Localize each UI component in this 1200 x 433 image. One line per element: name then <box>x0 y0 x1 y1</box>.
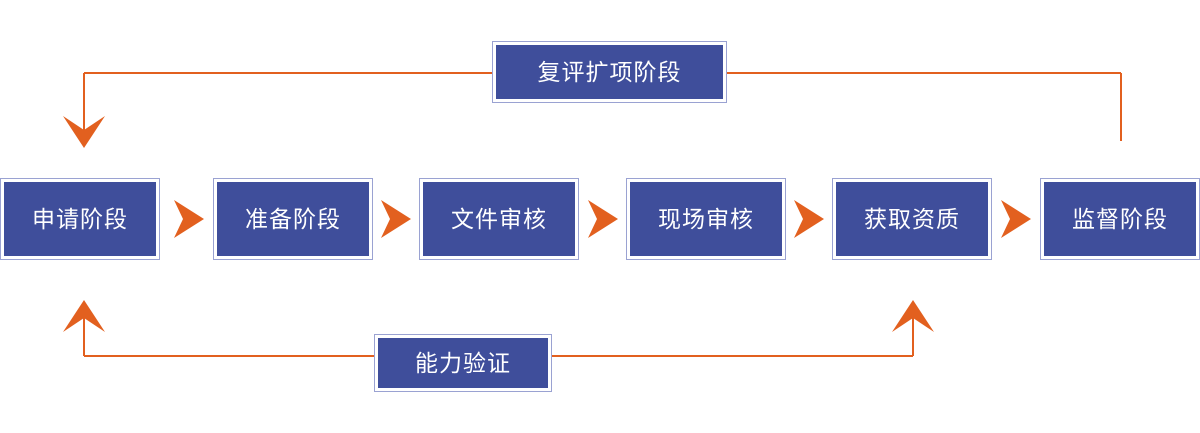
stage-box-reassess[interactable]: 复评扩项阶段 <box>492 41 727 103</box>
stage-label-capability: 能力验证 <box>415 349 511 376</box>
stage-box-capability[interactable]: 能力验证 <box>374 334 552 392</box>
chevron-arrow-5 <box>999 198 1033 240</box>
stage-label-reassess: 复评扩项阶段 <box>537 58 682 85</box>
stage-box-prepare[interactable]: 准备阶段 <box>213 178 373 260</box>
chevron-arrow-4-glyph <box>794 200 824 238</box>
chevron-arrow-2 <box>379 198 413 240</box>
chevron-arrow-1 <box>172 198 206 240</box>
stage-box-doc-review-fill: 文件审核 <box>423 182 575 256</box>
stage-box-site-audit-fill: 现场审核 <box>630 182 782 256</box>
stage-box-site-audit[interactable]: 现场审核 <box>626 178 786 260</box>
stage-box-doc-review[interactable]: 文件审核 <box>419 178 579 260</box>
chevron-arrow-1-glyph <box>174 200 204 238</box>
stage-label-doc-review: 文件审核 <box>451 205 547 232</box>
chevron-arrow-2-glyph <box>381 200 411 238</box>
arrowhead-up-into-apply <box>63 300 105 332</box>
stage-box-obtain[interactable]: 获取资质 <box>832 178 992 260</box>
stage-box-reassess-fill: 复评扩项阶段 <box>496 45 723 99</box>
stage-box-supervise[interactable]: 监督阶段 <box>1040 178 1200 260</box>
arrowhead-down-into-apply <box>63 116 105 148</box>
chevron-arrow-3 <box>586 198 620 240</box>
stage-label-obtain: 获取资质 <box>864 205 960 232</box>
stage-box-prepare-fill: 准备阶段 <box>217 182 369 256</box>
chevron-arrow-4 <box>792 198 826 240</box>
stage-label-prepare: 准备阶段 <box>245 205 341 232</box>
arrowhead-up-into-obtain <box>892 300 934 332</box>
stage-box-obtain-fill: 获取资质 <box>836 182 988 256</box>
stage-box-apply[interactable]: 申请阶段 <box>0 178 160 260</box>
chevron-arrow-5-glyph <box>1001 200 1031 238</box>
stage-label-supervise: 监督阶段 <box>1072 205 1168 232</box>
stage-label-site-audit: 现场审核 <box>658 205 754 232</box>
stage-box-capability-fill: 能力验证 <box>378 338 548 388</box>
chevron-arrow-3-glyph <box>588 200 618 238</box>
stage-box-supervise-fill: 监督阶段 <box>1044 182 1196 256</box>
stage-label-apply: 申请阶段 <box>32 205 128 232</box>
stage-box-apply-fill: 申请阶段 <box>4 182 156 256</box>
